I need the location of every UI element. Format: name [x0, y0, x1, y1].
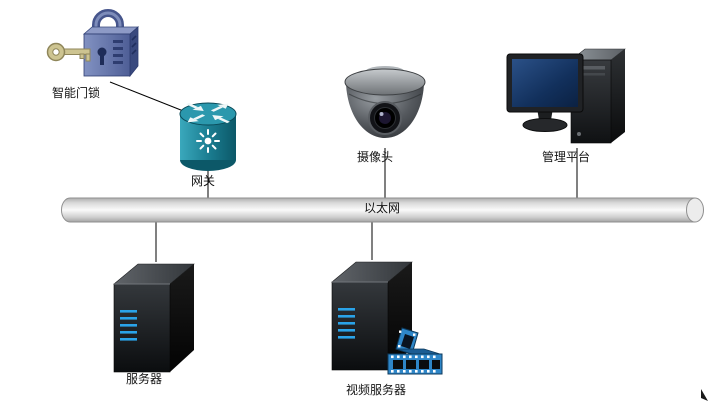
server-leds: [120, 310, 137, 341]
desktop-computer-icon: [506, 48, 626, 144]
key-icon: [46, 42, 91, 62]
video-server-icon: [331, 261, 443, 375]
node-smart-lock[interactable]: [44, 6, 144, 88]
node-video-server[interactable]: [328, 258, 452, 384]
server-label: 服务器: [126, 372, 163, 386]
node-ethernet-bus[interactable]: [60, 197, 704, 223]
gateway-label: 网关: [191, 174, 216, 188]
pipe-end-cap: [686, 197, 704, 223]
router-arrows-icon: [186, 102, 230, 124]
dome-camera-icon: [344, 66, 426, 138]
node-management-platform[interactable]: [505, 44, 635, 154]
router-cylinder-icon: [179, 102, 237, 171]
keyhole: [97, 47, 107, 57]
ethernet-label: 以太网: [363, 201, 400, 215]
server-leds: [338, 308, 355, 339]
node-camera[interactable]: [341, 61, 429, 151]
monitor: [506, 53, 584, 132]
node-gateway[interactable]: [177, 99, 239, 173]
smart-lock-label: 智能门锁: [52, 86, 101, 100]
node-server[interactable]: [110, 260, 198, 374]
video-server-label: 视频服务器: [346, 383, 407, 397]
router-burst-icon: [196, 129, 220, 153]
ethernet-bus-pipe: [61, 197, 704, 223]
padlock-key-icon: [46, 9, 140, 78]
monitor-screen: [512, 59, 578, 107]
filmstrip-icon: [387, 327, 443, 375]
management-platform-label: 管理平台: [542, 150, 591, 164]
cursor-artifact: [701, 389, 708, 401]
server-tower-icon: [113, 263, 195, 373]
camera-label: 摄像头: [357, 150, 394, 164]
